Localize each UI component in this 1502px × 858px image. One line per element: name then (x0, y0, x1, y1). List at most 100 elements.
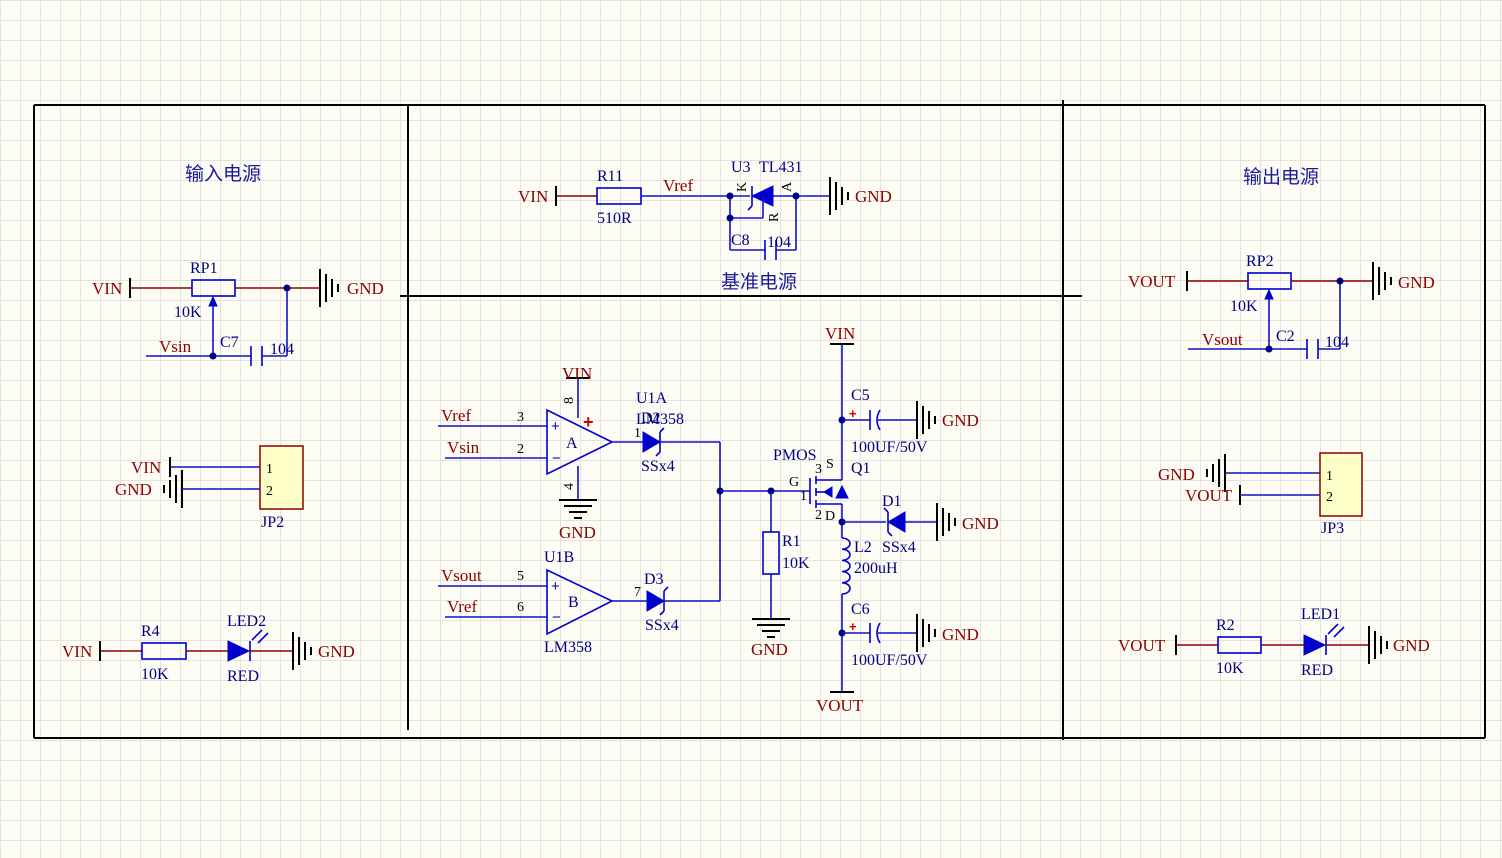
net-label-vout: VOUT (1128, 272, 1176, 291)
title-reference-power: 基准电源 (721, 271, 797, 293)
rp2-ref: RP2 (1246, 253, 1274, 270)
net-label-vin: VIN (825, 324, 855, 343)
c5-ref: C5 (851, 387, 870, 404)
d1-value: SSx4 (882, 539, 916, 556)
net-label-gnd: GND (942, 411, 979, 430)
u1a-pin-8: 8 (562, 397, 577, 404)
net-label-gnd: GND (962, 514, 999, 533)
net-label-gnd: GND (855, 187, 892, 206)
r11-ref: R11 (597, 168, 623, 185)
q1-pin-s: S (826, 457, 834, 472)
c7-value: 104 (270, 341, 294, 358)
net-label-vsout: Vsout (441, 566, 482, 585)
c7-ref: C7 (220, 334, 239, 351)
net-label-vout: VOUT (816, 696, 864, 715)
buck-power-stage: VIN + GND C5 100UF/50V GND D1 SSx4 L2 20… (816, 324, 999, 715)
rp2-circuit: VOUT GND RP2 10K Vsout C2 104 (1128, 253, 1435, 359)
net-label-vin: VIN (131, 458, 161, 477)
svg-text:+: + (849, 619, 857, 634)
d1-ref: D1 (882, 493, 902, 510)
net-label-vin: VIN (518, 187, 548, 206)
rp2-body (1247, 272, 1292, 290)
u1b-pin-5: 5 (517, 569, 524, 584)
d2-symbol (642, 431, 661, 453)
net-label-gnd: GND (751, 640, 788, 659)
r4-ref: R4 (141, 623, 160, 640)
rp1-value: 10K (174, 304, 202, 321)
d3-ref: D3 (644, 571, 664, 588)
q1-pin-g: G (789, 475, 799, 490)
r11-value: 510R (597, 210, 632, 227)
jp2-connector: VIN GND 1 2 JP2 (115, 445, 304, 531)
u3-pin-r: R (767, 212, 782, 222)
net-label-gnd: GND (559, 523, 596, 542)
l2-value: 200uH (854, 560, 898, 577)
svg-text:+: + (551, 418, 560, 435)
net-label-vsin: Vsin (159, 337, 192, 356)
net-label-gnd: GND (115, 480, 152, 499)
r2-body (1217, 636, 1262, 654)
net-label-vin: VIN (62, 642, 92, 661)
d2-ref: D2 (641, 410, 661, 427)
u3-pin-a: A (780, 181, 795, 192)
jp2-header (259, 445, 304, 510)
u1a-pin-1: 1 (634, 426, 641, 441)
rp1-body (191, 279, 236, 297)
c6-ref: C6 (851, 601, 870, 618)
d3-symbol (646, 590, 665, 612)
led1-value: RED (1301, 662, 1333, 679)
u1a-value: LM358 (636, 411, 684, 428)
net-label-gnd: GND (347, 279, 384, 298)
led2-symbol (227, 640, 251, 662)
jp3-pin-2: 2 (1326, 490, 1333, 505)
u1b-ref: U1B (544, 549, 574, 566)
r1-ref: R1 (782, 533, 801, 550)
jp3-pin-1: 1 (1326, 469, 1333, 484)
u1a-pin-3: 3 (517, 410, 524, 425)
section-borders (33, 100, 1486, 740)
led1-ref: LED1 (1301, 606, 1340, 623)
u1a-ref: U1A (636, 390, 668, 407)
d1-symbol (887, 511, 906, 533)
net-label-vref: Vref (663, 176, 693, 195)
u1a-comparator: Vref 3 Vsin 2 + − A + VIN 8 4 GND 1 U1A … (438, 364, 720, 542)
u3-value: TL431 (759, 159, 803, 176)
jp2-pin-1: 1 (266, 462, 273, 477)
title-input-power: 输入电源 (185, 163, 261, 185)
led2-ref: LED2 (227, 613, 266, 630)
c2-value: 104 (1325, 334, 1349, 351)
net-label-vin: VIN (562, 364, 592, 383)
u3-ref: U3 (731, 159, 751, 176)
d2-value: SSx4 (641, 458, 675, 475)
svg-text:−: − (552, 450, 561, 467)
r4-value: 10K (141, 666, 169, 683)
net-label-vsout: Vsout (1202, 330, 1243, 349)
rp1-ref: RP1 (190, 260, 218, 277)
q1-pin-d: D (825, 509, 835, 524)
u1a-pin-4: 4 (562, 483, 577, 490)
c2-ref: C2 (1276, 328, 1295, 345)
c6-value: 100UF/50V (851, 652, 928, 669)
net-label-vref: Vref (447, 597, 477, 616)
led1-indicator: VOUT GND R2 10K LED1 RED (1118, 606, 1430, 679)
led2-value: RED (227, 668, 259, 685)
title-output-power: 输出电源 (1243, 166, 1319, 188)
u1a-power-plus: + (583, 412, 594, 432)
net-label-vref: Vref (441, 406, 471, 425)
u1a-unit: A (566, 435, 578, 452)
svg-text:+: + (551, 578, 560, 595)
jp2-pin-2: 2 (266, 484, 273, 499)
rp2-value: 10K (1230, 298, 1258, 315)
u3-pin-k: K (735, 182, 750, 192)
q1-pin-3: 3 (815, 462, 822, 477)
r11-body (596, 187, 642, 205)
q1-pin-2: 2 (815, 508, 822, 523)
q1-pin-1: 1 (800, 489, 807, 504)
r2-ref: R2 (1216, 617, 1235, 634)
jp3-header (1319, 452, 1363, 517)
r2-value: 10K (1216, 660, 1244, 677)
u1a-symbol (546, 408, 614, 476)
svg-text:−: − (552, 609, 561, 626)
r1-value: 10K (782, 555, 810, 572)
